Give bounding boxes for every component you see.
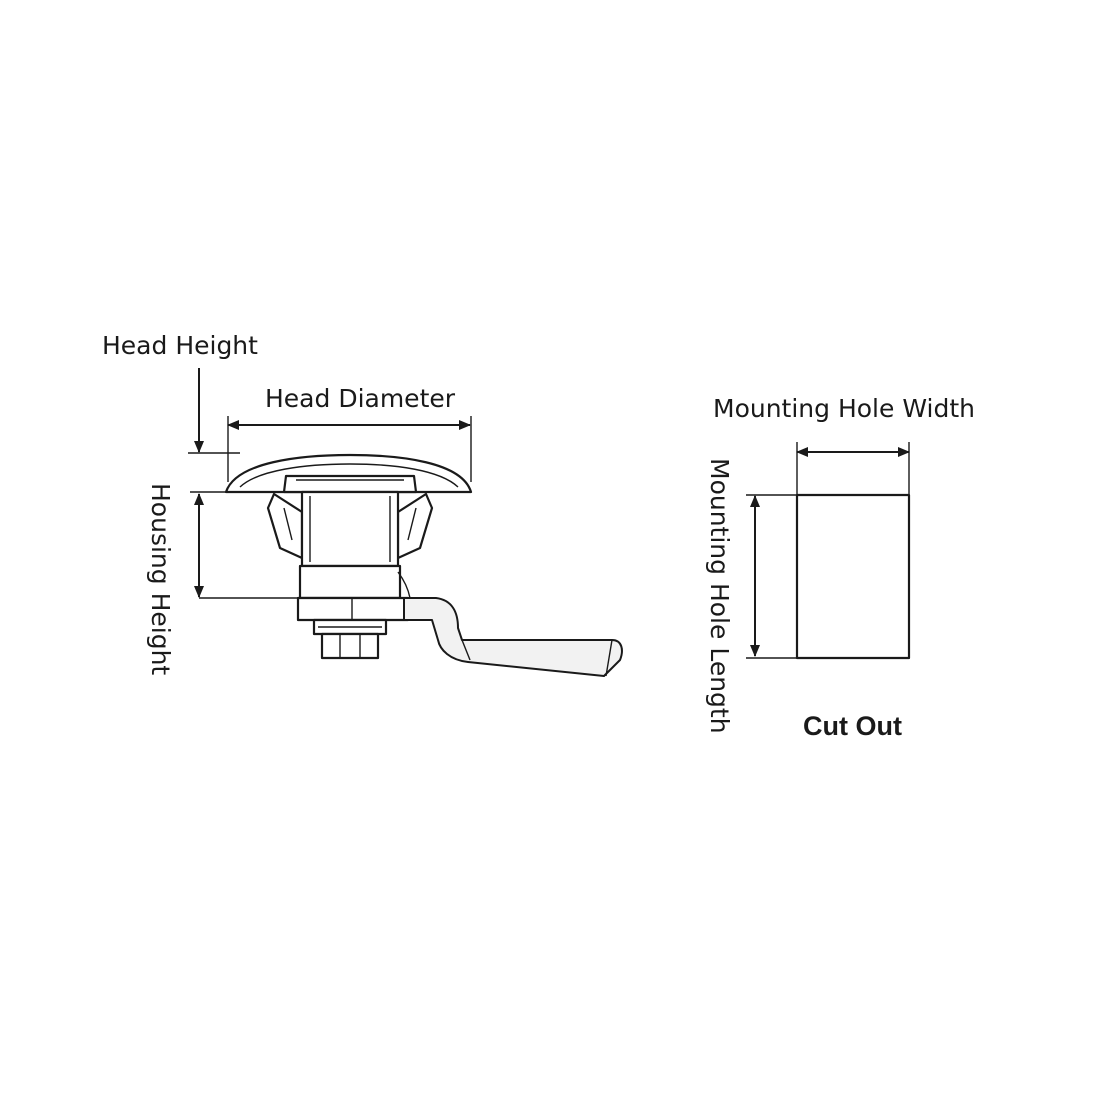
mounting-hole-width-label: Mounting Hole Width [713,394,975,423]
head-height-label: Head Height [102,331,258,360]
cut-out-rectangle [795,493,911,660]
housing-height-dimension [190,491,302,599]
mounting-hole-width-dimension [796,442,910,494]
head-diameter-label: Head Diameter [265,384,456,413]
head-diameter-dimension [227,416,472,482]
cut-out-label: Cut Out [803,711,902,741]
mounting-hole-length-dimension [746,494,797,659]
mounting-hole-length-label: Mounting Hole Length [705,458,734,734]
cam-lock-drawing [224,453,623,677]
housing-height-label: Housing Height [146,483,175,675]
head-height-dimension [188,368,240,454]
